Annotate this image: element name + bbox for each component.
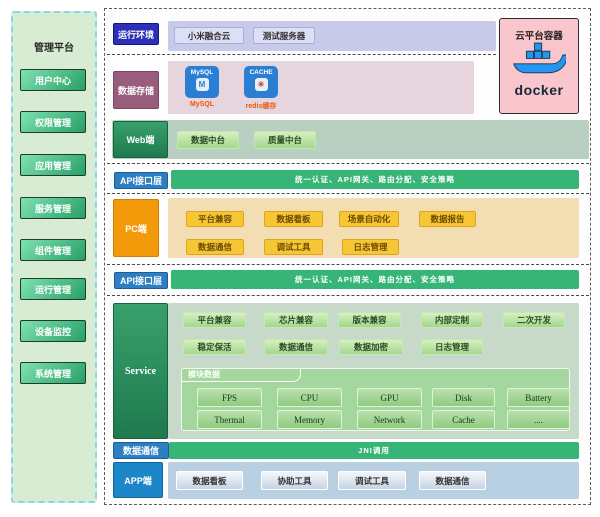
separator xyxy=(107,264,589,265)
runtime-env-label: 运行环境 xyxy=(113,23,159,45)
cache-glyph-icon: ✳ xyxy=(254,78,268,91)
node-app-dashboard[interactable]: 数据看板 xyxy=(176,471,243,490)
jni-band: JNI调用 xyxy=(169,442,579,459)
node-pc-log-mgmt[interactable]: 日志管理 xyxy=(342,239,399,255)
cache-caption: redis缓存 xyxy=(245,103,277,110)
data-storage-label: 数据存储 xyxy=(113,71,159,109)
node-data-platform[interactable]: 数据中台 xyxy=(177,131,239,149)
sidebar-item-runtime-mgmt[interactable]: 运行管理 xyxy=(20,278,86,300)
separator xyxy=(107,54,496,55)
node-app-debug-tools[interactable]: 调试工具 xyxy=(338,471,406,490)
data-comm-label: 数据通信 xyxy=(113,442,169,459)
node-mod-memory[interactable]: Memory xyxy=(277,410,342,429)
cache-icon-title: CACHE xyxy=(249,69,273,76)
node-app-assist-tools[interactable]: 协助工具 xyxy=(261,471,328,490)
web-label: Web端 xyxy=(113,121,168,158)
module-data-tab: 模块数据 xyxy=(181,368,301,382)
api-layer-1-band: 统一认证、API网关、路由分配、安全策略 xyxy=(171,170,579,189)
mysql-caption: MySQL xyxy=(189,101,215,108)
sidebar-item-permission[interactable]: 权限管理 xyxy=(20,111,86,133)
node-svc-secondary-dev[interactable]: 二次开发 xyxy=(503,312,565,328)
node-mod-network[interactable]: Network xyxy=(357,410,422,429)
node-mod-cache[interactable]: Cache xyxy=(432,410,495,429)
node-mod-battery[interactable]: Battery xyxy=(507,388,570,407)
node-quality-platform[interactable]: 质量中台 xyxy=(254,131,316,149)
sidebar-item-component[interactable]: 组件管理 xyxy=(20,239,86,261)
node-mod-fps[interactable]: FPS xyxy=(197,388,262,407)
node-svc-keep-alive[interactable]: 稳定保活 xyxy=(183,339,246,355)
node-mod-gpu[interactable]: GPU xyxy=(357,388,422,407)
node-pc-data-report[interactable]: 数据报告 xyxy=(419,211,476,227)
node-svc-data-comm[interactable]: 数据通信 xyxy=(264,339,328,355)
sidebar-item-device-monitor[interactable]: 设备监控 xyxy=(20,320,86,342)
separator xyxy=(107,295,589,296)
node-test-server[interactable]: 测试服务器 xyxy=(253,27,315,44)
data-storage-panel xyxy=(168,61,474,114)
sidebar-item-application[interactable]: 应用管理 xyxy=(20,154,86,176)
docker-wordmark: docker xyxy=(514,82,564,98)
sidebar-item-system-mgmt[interactable]: 系统管理 xyxy=(20,362,86,384)
api-layer-2-label: API接口层 xyxy=(114,272,168,289)
node-pc-platform-compat[interactable]: 平台兼容 xyxy=(186,211,244,227)
node-mod-disk[interactable]: Disk xyxy=(432,388,495,407)
api-layer-2-band: 统一认证、API网关、路由分配、安全策略 xyxy=(171,270,579,289)
docker-whale-icon xyxy=(513,42,566,74)
service-label: Service xyxy=(113,303,168,439)
sidebar-title: 管理平台 xyxy=(34,43,74,54)
sidebar-item-user-center[interactable]: 用户中心 xyxy=(20,69,86,91)
node-pc-debug-tools[interactable]: 调试工具 xyxy=(264,239,323,255)
mysql-cylinder-icon: M xyxy=(195,78,209,91)
pc-label: PC端 xyxy=(113,199,159,257)
node-svc-data-encrypt[interactable]: 数据加密 xyxy=(339,339,403,355)
sidebar-item-service-mgmt[interactable]: 服务管理 xyxy=(20,197,86,219)
management-platform-panel: 管理平台 用户中心 权限管理 应用管理 服务管理 组件管理 运行管理 设备监控 … xyxy=(11,11,97,503)
node-svc-internal-custom[interactable]: 内部定制 xyxy=(421,312,483,328)
node-svc-chip-compat[interactable]: 芯片兼容 xyxy=(264,312,328,328)
module-data-box: 模块数据 FPS CPU GPU Disk Battery Thermal Me… xyxy=(181,368,570,431)
mysql-icon-title: MySQL xyxy=(190,69,214,76)
node-mod-more[interactable]: .... xyxy=(507,410,570,429)
node-svc-version-compat[interactable]: 版本兼容 xyxy=(338,312,401,328)
separator xyxy=(107,193,589,194)
cloud-container-box[interactable]: 云平台容器 docker xyxy=(499,18,579,114)
node-pc-scene-automation[interactable]: 场景自动化 xyxy=(339,211,399,227)
node-xiaomi-cloud[interactable]: 小米融合云 xyxy=(174,27,244,44)
app-label: APP端 xyxy=(113,462,163,498)
node-app-data-comm[interactable]: 数据通信 xyxy=(419,471,486,490)
node-svc-platform-compat[interactable]: 平台兼容 xyxy=(183,312,246,328)
mysql-icon[interactable]: MySQL M xyxy=(185,66,219,98)
node-svc-log-mgmt[interactable]: 日志管理 xyxy=(421,339,483,355)
separator xyxy=(107,163,589,164)
api-layer-1-label: API接口层 xyxy=(114,172,168,189)
main-architecture-frame: 运行环境 小米融合云 测试服务器 数据存储 MySQL M MySQL CACH… xyxy=(104,8,591,505)
node-pc-dashboard[interactable]: 数据看板 xyxy=(264,211,323,227)
cache-icon[interactable]: CACHE ✳ xyxy=(244,66,278,98)
node-pc-data-comm[interactable]: 数据通信 xyxy=(186,239,244,255)
cloud-container-title: 云平台容器 xyxy=(515,31,563,42)
node-mod-cpu[interactable]: CPU xyxy=(277,388,342,407)
node-mod-thermal[interactable]: Thermal xyxy=(197,410,262,429)
